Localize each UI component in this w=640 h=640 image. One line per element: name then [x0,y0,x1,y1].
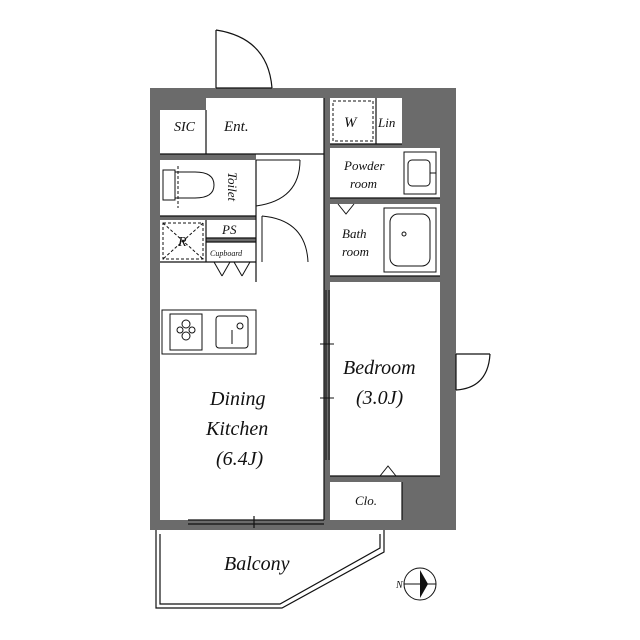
label-bath-2: room [342,244,369,259]
label-toilet: Toilet [225,172,240,202]
dining-kitchen-room [160,262,324,520]
label-powder-2: room [350,176,377,191]
closet-room [330,482,402,520]
sic-room [160,110,206,154]
hall-room [256,154,324,282]
toilet-door [261,215,309,263]
label-bedroom-size: (3.0J) [356,387,404,409]
ps-room [206,220,256,238]
kitchen-counter [161,309,257,355]
bedroom-room [330,282,440,476]
label-dk-size: (6.4J) [216,448,264,470]
label-sic: SIC [174,120,196,135]
label-dk-1: Dining [209,388,266,410]
label-ps: PS [221,222,237,237]
w-room [330,98,376,144]
label-cupboard: Cupboard [210,249,243,258]
label-powder-1: Powder [343,158,385,173]
refrigerator-space [162,222,204,260]
bath-room [330,204,440,276]
label-w: W [344,115,358,131]
balcony [155,516,385,609]
hall-door [255,159,301,207]
compass-icon: N [395,567,437,601]
label-balcony: Balcony [224,553,290,575]
sliding-door-lines [320,290,334,460]
entrance-door [215,29,273,89]
powder-door-triangle [337,203,355,215]
toilet-room [160,160,256,216]
lin-room [376,98,402,144]
bathtub [383,207,437,273]
toilet-fixture [162,166,215,208]
powder-room [330,148,440,198]
compass-label: N [395,580,404,591]
label-ent: Ent. [223,119,249,135]
label-bath-1: Bath [342,226,367,241]
bedroom-window-door [455,353,491,391]
cupboard-room [206,242,256,262]
powder-sink [403,151,437,195]
label-bedroom: Bedroom [343,357,416,379]
label-dk-2: Kitchen [205,418,268,440]
entrance-room [206,98,324,154]
label-lin: Lin [377,115,395,130]
label-r: R [177,235,187,250]
label-clo: Clo. [355,493,377,508]
closet-door-triangle [379,465,397,477]
partition-lines [160,98,440,520]
cupboard-doors [213,261,251,277]
w-closet-dashed [332,100,374,142]
